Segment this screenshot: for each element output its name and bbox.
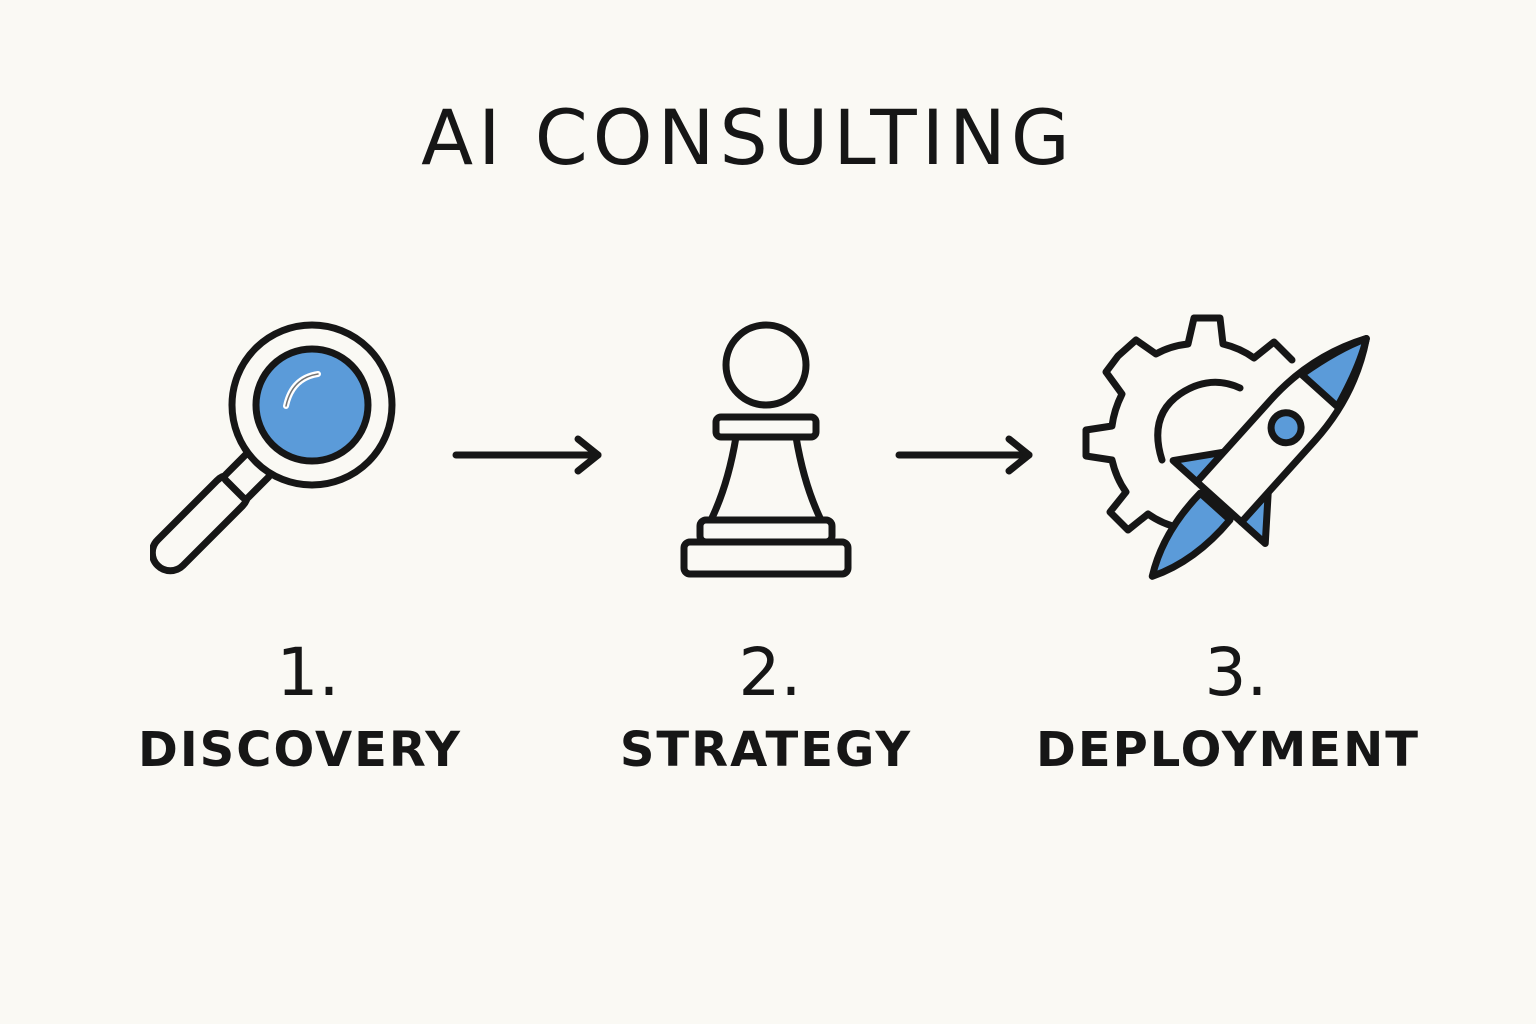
- step-label-deployment: DEPLOYMENT: [1035, 722, 1420, 778]
- arrow-right-icon: [452, 435, 602, 475]
- step-number: 1.: [276, 634, 340, 711]
- page-title: AI CONSULTING: [421, 93, 1075, 182]
- gear-rocket-icon: [1082, 314, 1370, 580]
- step-number: 2.: [738, 634, 802, 711]
- step-number: 3.: [1204, 634, 1268, 711]
- chess-pawn-icon: [680, 321, 852, 578]
- step-label-strategy: STRATEGY: [619, 722, 913, 778]
- step-label-discovery: DISCOVERY: [137, 722, 463, 778]
- arrow-right-icon: [895, 435, 1033, 475]
- magnifying-glass-icon: [150, 321, 396, 575]
